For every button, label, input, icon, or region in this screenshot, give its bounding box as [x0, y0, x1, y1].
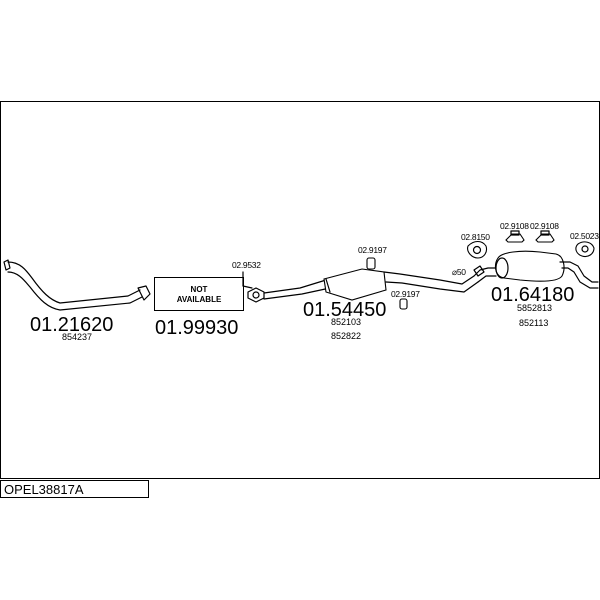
- rubber-ring-fitting[interactable]: [575, 241, 595, 258]
- part-code: 01.99930: [155, 317, 238, 339]
- box-label-line: NOT: [191, 285, 208, 294]
- rubber-mount-fitting[interactable]: [505, 230, 525, 243]
- fitting-code: 02.8150: [461, 232, 490, 242]
- part-reference: 852103: [331, 317, 361, 327]
- part-reference: 5852813: [517, 303, 552, 313]
- front-pipe-part[interactable]: [3, 259, 151, 311]
- part-reference: 852822: [331, 331, 361, 341]
- diameter-annotation: ⌀50: [452, 267, 466, 277]
- rear-silencer-part[interactable]: [473, 250, 599, 289]
- fitting-code: 02.9532: [232, 260, 261, 270]
- rubber-hanger-fitting[interactable]: [366, 257, 376, 270]
- part-code: 01.21620: [30, 314, 113, 336]
- model-code: OPEL38817A: [4, 482, 84, 497]
- part-code: 01.64180: [491, 284, 574, 306]
- not-available-box: [154, 277, 244, 311]
- rubber-hanger-fitting[interactable]: [399, 298, 408, 310]
- gasket-fitting[interactable]: [467, 240, 488, 259]
- fitting-code: 02.9197: [391, 289, 420, 299]
- fitting-code: 02.9108: [500, 221, 529, 231]
- part-code: 01.54450: [303, 299, 386, 321]
- part-reference: 852113: [519, 318, 548, 328]
- part-reference: 854237: [62, 332, 92, 342]
- clamp-fitting[interactable]: [242, 271, 265, 303]
- box-label-line: AVAILABLE: [177, 295, 222, 304]
- model-code-box: OPEL38817A: [0, 480, 149, 498]
- centre-silencer-part[interactable]: [263, 268, 479, 301]
- rubber-mount-fitting[interactable]: [535, 230, 555, 243]
- fitting-code: 02.9108: [530, 221, 559, 231]
- fitting-code: 02.9197: [358, 245, 387, 255]
- fitting-code: 02.5023: [570, 231, 599, 241]
